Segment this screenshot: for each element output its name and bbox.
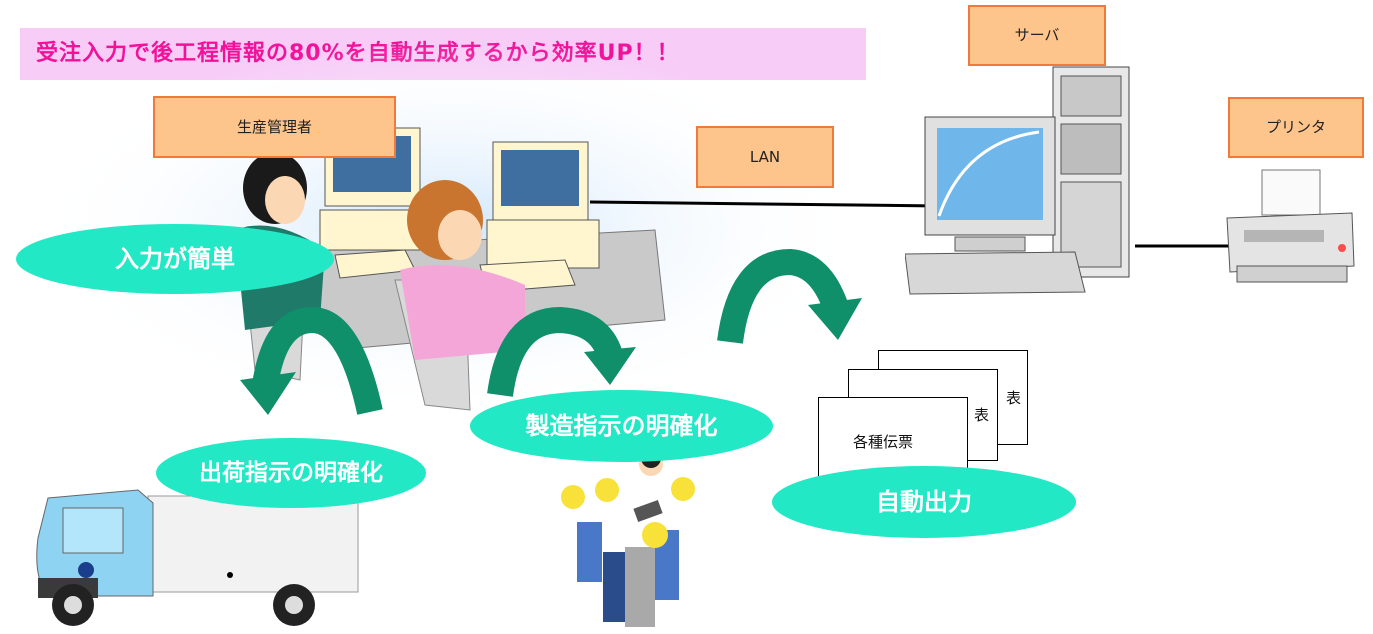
document-front-text: 各種伝票 bbox=[853, 433, 914, 451]
callout-easy-input: 入力が簡単 bbox=[16, 224, 334, 294]
arrow-to-shipping bbox=[252, 306, 383, 415]
callout-auto-output: 自動出力 bbox=[772, 466, 1076, 538]
arrow-to-manufacturing bbox=[487, 306, 623, 397]
factory-workers-illustration bbox=[561, 452, 695, 627]
callout-shipping-clarity: 出荷指示の明確化 bbox=[156, 438, 426, 508]
label-manager: 生産管理者 bbox=[153, 96, 396, 158]
label-server: サーバ bbox=[968, 5, 1106, 66]
label-printer: プリンタ bbox=[1228, 97, 1364, 158]
truck-illustration bbox=[36, 489, 359, 626]
document-back-text: 表 bbox=[1005, 389, 1021, 407]
arrow-to-output bbox=[717, 248, 848, 344]
label-lan: LAN bbox=[696, 126, 834, 188]
callout-manufacturing-clarity: 製造指示の明確化 bbox=[470, 390, 773, 462]
printer-illustration bbox=[1226, 169, 1355, 283]
document-middle-text: 表 bbox=[973, 406, 989, 424]
server-workstation-illustration bbox=[905, 66, 1130, 295]
